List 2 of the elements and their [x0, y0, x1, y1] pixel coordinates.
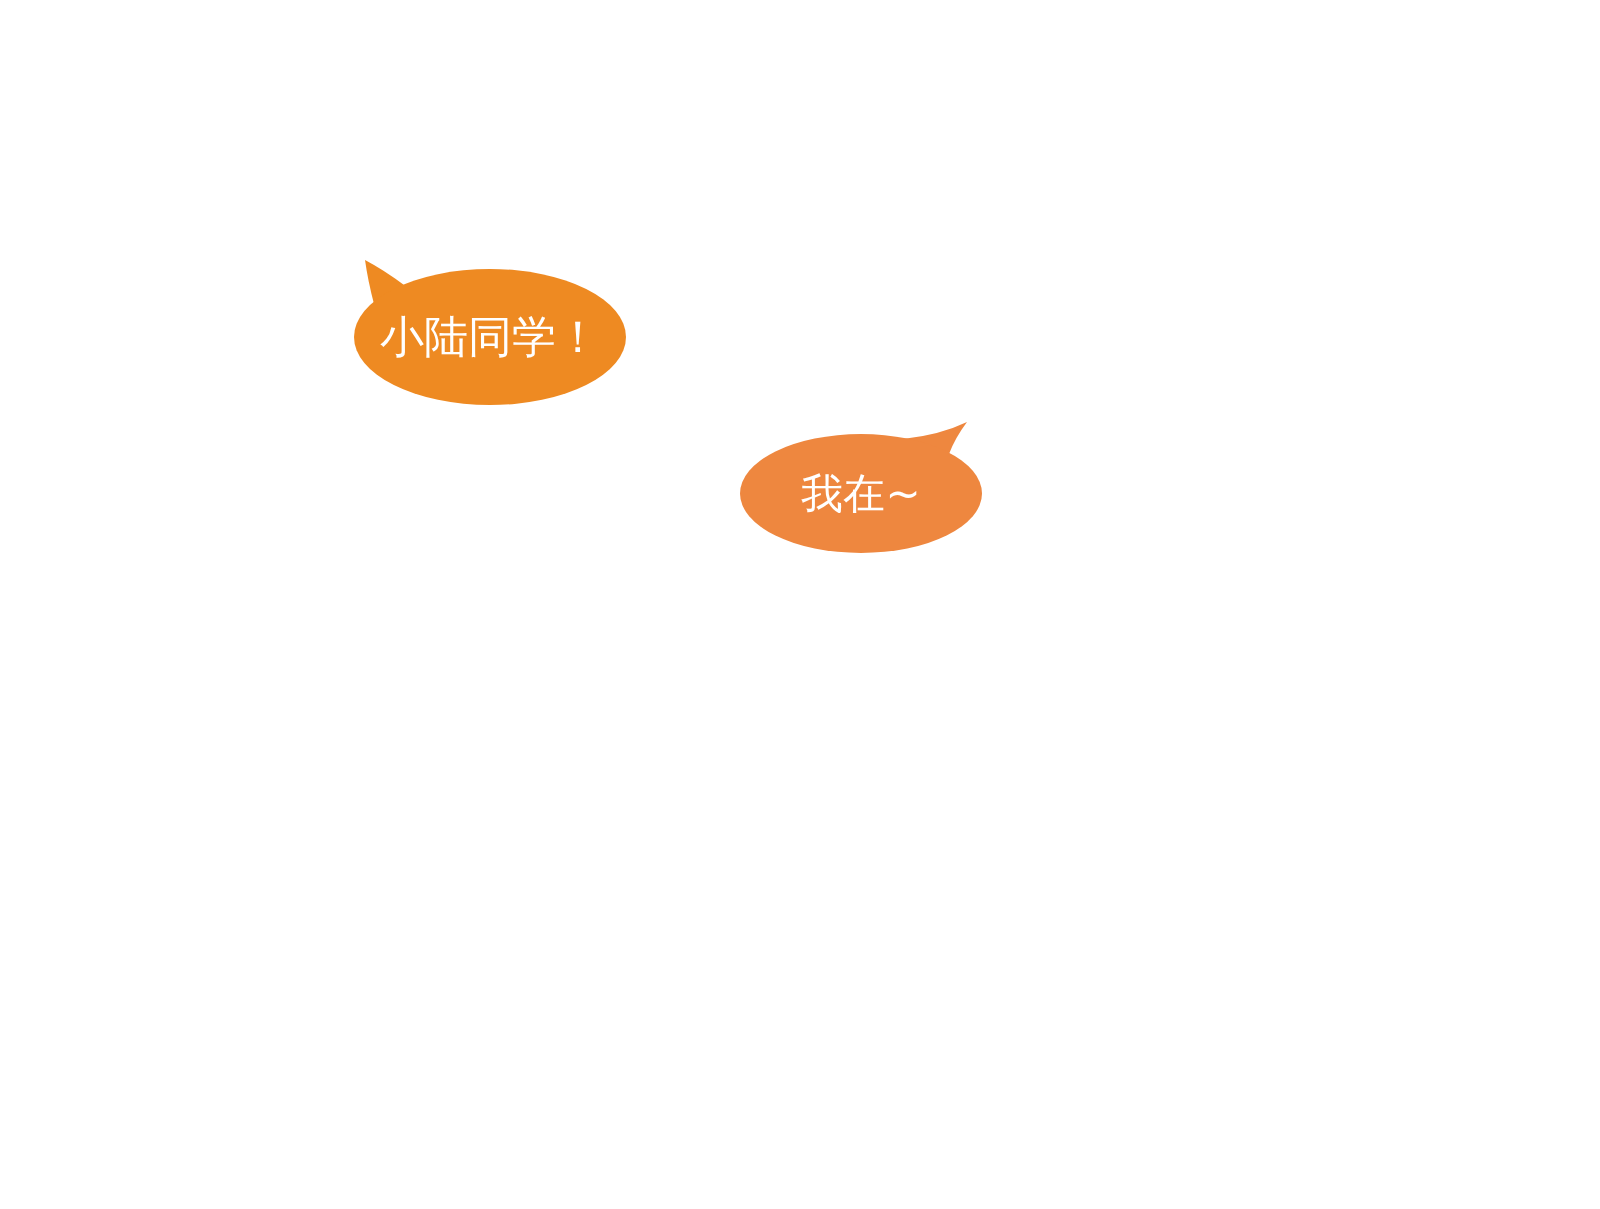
bubble-text: 我在~ — [801, 467, 921, 520]
bubble-text: 小陆同学！ — [380, 309, 600, 364]
